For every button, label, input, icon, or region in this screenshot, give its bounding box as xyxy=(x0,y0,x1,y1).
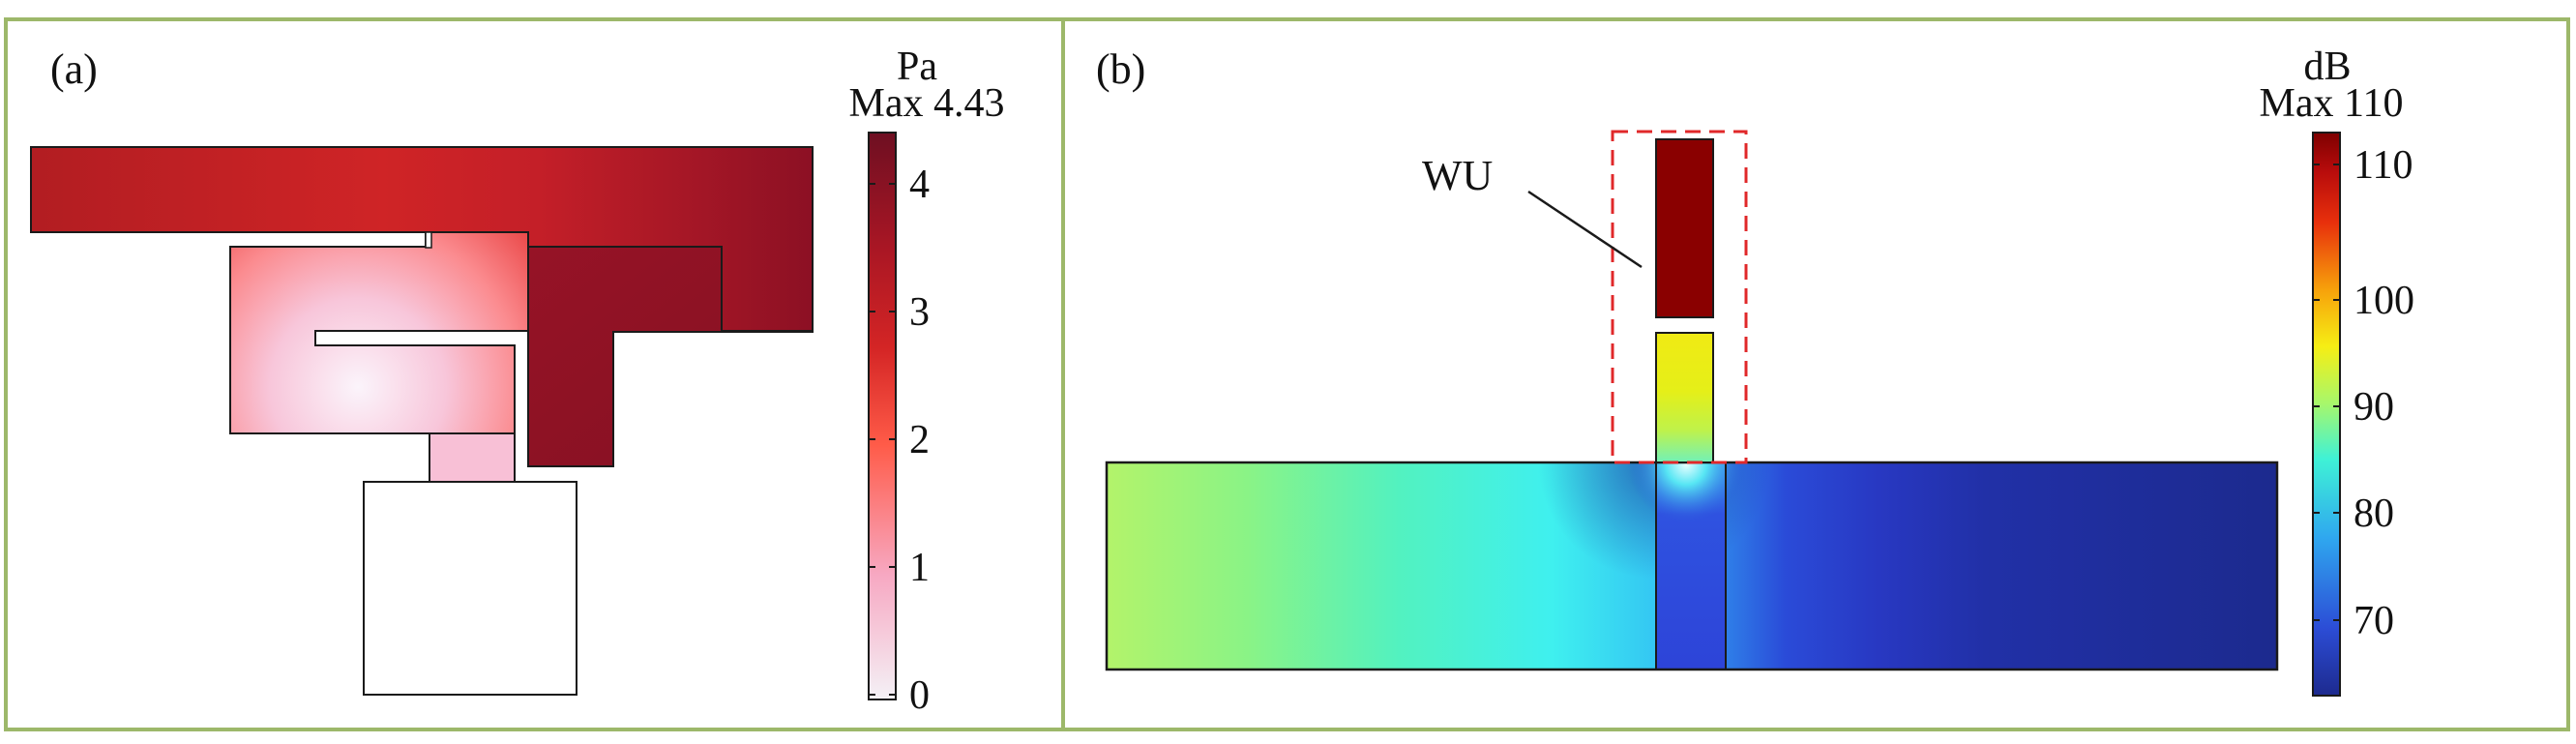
panel-b-max: Max 110 xyxy=(2260,81,2404,126)
panel-a-colorbar-tick-label-0: 0 xyxy=(909,673,930,718)
panel-b-colorbar xyxy=(2312,132,2341,697)
panel-b-colorbar-tick-label-2: 90 xyxy=(2354,385,2394,430)
panel-b-wu-leader xyxy=(1527,190,1643,269)
panel-b-colorbar-ticks: 70 80 90 100 110 xyxy=(2313,143,2414,643)
panel-a: (a) Pa Max 4.43 0 1 2 3 4 xyxy=(30,45,1005,718)
panel-a-colorbar-ticks: 0 1 2 3 4 xyxy=(869,163,930,718)
panel-a-colorbar-tick-label-2: 2 xyxy=(909,418,930,462)
panel-b-wu-dashed-box xyxy=(1611,130,1748,464)
panel-b-colorbar-tick-label-4: 110 xyxy=(2354,143,2413,188)
panel-a-colorbar-tick-label-1: 1 xyxy=(909,546,930,590)
panel-b-wu-upper xyxy=(1655,138,1714,318)
panel-b-colorbar-tick-label-0: 70 xyxy=(2354,599,2394,643)
panel-a-colorbar xyxy=(868,132,897,700)
panel-b-unit: dB xyxy=(2303,45,2351,89)
panel-b-colorbar-tick-label-1: 80 xyxy=(2354,491,2394,536)
panel-b-colorbar-tick-label-3: 100 xyxy=(2354,279,2414,323)
panel-b-wu-label: WU xyxy=(1422,152,1493,199)
panel-b-label: (b) xyxy=(1096,45,1145,93)
panel-a-max: Max 4.43 xyxy=(849,81,1005,126)
panel-a-unit: Pa xyxy=(897,45,937,89)
panel-b-wu-lower xyxy=(1655,332,1714,463)
panel-a-slot-left xyxy=(425,231,432,249)
panel-a-cavity-box xyxy=(363,481,577,696)
panel-b: (b) WU dB Max 110 70 80 90 100 110 xyxy=(1096,45,2414,697)
panel-a-colorbar-tick-label-4: 4 xyxy=(909,163,930,207)
panel-a-right-body xyxy=(527,246,814,467)
panel-a-stem xyxy=(429,432,516,483)
panel-b-frame xyxy=(1061,17,2570,731)
panel-a-colorbar-tick-label-3: 3 xyxy=(909,290,930,335)
panel-a-label: (a) xyxy=(50,45,98,93)
panel-b-glow xyxy=(1625,462,1751,530)
